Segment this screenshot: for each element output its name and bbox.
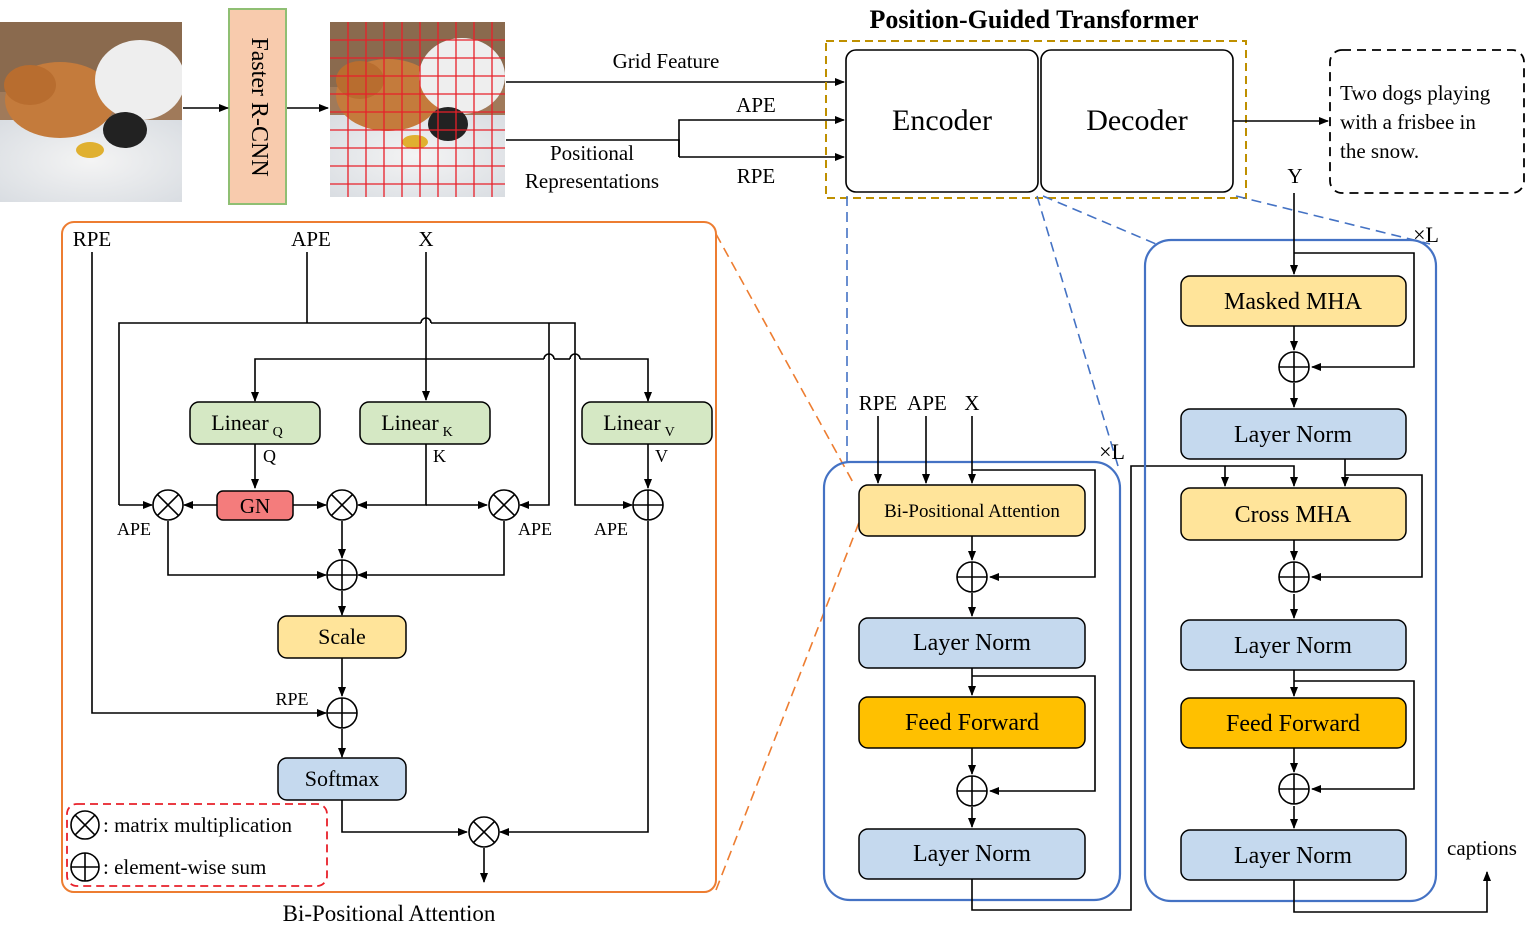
ape-label-right: APE bbox=[594, 519, 628, 539]
encoder-times-l: ×L bbox=[1099, 439, 1125, 464]
decoder-label: Decoder bbox=[1086, 104, 1188, 137]
matmul-ape-q-icon bbox=[152, 489, 184, 521]
enc-sum1-icon bbox=[956, 561, 988, 593]
caption-line-2: with a frisbee in bbox=[1340, 110, 1476, 134]
dec-ff-box: Feed Forward bbox=[1180, 697, 1407, 749]
bpa-rpe-input: RPE bbox=[73, 227, 112, 251]
dec-layernorm3-label: Layer Norm bbox=[1234, 843, 1352, 869]
legend-matmul-icon bbox=[70, 810, 100, 840]
dec-layernorm3-box: Layer Norm bbox=[1180, 829, 1407, 881]
faster-rcnn-label: Faster R-CNN bbox=[246, 37, 272, 176]
dec-masked-mha-label: Masked MHA bbox=[1224, 289, 1363, 315]
softmax-label: Softmax bbox=[305, 766, 380, 791]
linear-v-sub: V bbox=[665, 425, 675, 440]
dec-layernorm1-box: Layer Norm bbox=[1180, 408, 1407, 460]
caption-line-1: Two dogs playing bbox=[1340, 81, 1491, 105]
enc-sum2-icon bbox=[956, 775, 988, 807]
dec-ff-label: Feed Forward bbox=[1226, 711, 1360, 737]
ape-label-left: APE bbox=[117, 519, 151, 539]
dec-layernorm1-label: Layer Norm bbox=[1234, 422, 1352, 448]
enc-layernorm2-label: Layer Norm bbox=[913, 841, 1031, 867]
scale-box: Scale bbox=[277, 615, 407, 659]
gn-label: GN bbox=[240, 494, 270, 518]
pgt-frame bbox=[825, 40, 1247, 199]
dec-layernorm2-box: Layer Norm bbox=[1180, 619, 1407, 671]
decoder-layer-frame bbox=[1143, 238, 1438, 903]
faster-rcnn-box bbox=[228, 8, 287, 205]
encoder-label: Encoder bbox=[892, 104, 992, 137]
enc-bpa-box: Bi-Positional Attention bbox=[858, 484, 1086, 537]
sum-v-ape-icon bbox=[632, 489, 664, 521]
q-label: Q bbox=[263, 446, 276, 466]
matmul-k-ape-icon bbox=[488, 489, 520, 521]
gn-box: GN bbox=[216, 490, 294, 521]
bpa-ape-input: APE bbox=[291, 227, 331, 251]
pgt-title: Position-Guided Transformer bbox=[869, 5, 1198, 34]
dec-masked-mha-box: Masked MHA bbox=[1180, 275, 1407, 327]
linear-q-label: Linear bbox=[211, 410, 269, 435]
enc-layernorm1-box: Layer Norm bbox=[858, 617, 1086, 669]
ape-label-mid: APE bbox=[518, 519, 552, 539]
decoder-times-l: ×L bbox=[1413, 222, 1439, 247]
caption-output-box bbox=[1329, 49, 1525, 194]
k-label: K bbox=[433, 446, 446, 466]
dec-sum3-icon bbox=[1278, 773, 1310, 805]
bpa-title: Bi-Positional Attention bbox=[283, 901, 496, 926]
linear-q-sub: Q bbox=[273, 425, 283, 440]
positional-rep-line2: Representations bbox=[525, 169, 659, 193]
matmul-qk-icon bbox=[326, 489, 358, 521]
legend-matmul-text: : matrix multiplication bbox=[103, 813, 292, 837]
positional-rep-line1: Positional bbox=[550, 141, 634, 165]
ape-top-label: APE bbox=[736, 93, 776, 117]
bpa-x-input: X bbox=[418, 227, 433, 251]
matmul-output-icon bbox=[468, 816, 500, 848]
enc-rpe-input: RPE bbox=[859, 391, 898, 415]
legend-box bbox=[66, 803, 328, 887]
legend-sum-icon bbox=[70, 852, 100, 882]
linear-k-label: Linear bbox=[381, 410, 439, 435]
enc-layernorm1-label: Layer Norm bbox=[913, 630, 1031, 656]
grid-image bbox=[330, 22, 505, 197]
dec-y-input: Y bbox=[1287, 164, 1302, 188]
enc-ff-label: Feed Forward bbox=[905, 710, 1039, 736]
dec-layernorm2-label: Layer Norm bbox=[1234, 633, 1352, 659]
dec-cross-mha-label: Cross MHA bbox=[1235, 502, 1352, 528]
grid-feature-label: Grid Feature bbox=[613, 49, 720, 73]
enc-bpa-label: Bi-Positional Attention bbox=[884, 501, 1060, 522]
scale-label: Scale bbox=[318, 624, 366, 649]
enc-ape-input: APE bbox=[907, 391, 947, 415]
dec-sum1-icon bbox=[1278, 351, 1310, 383]
sum-scores-icon bbox=[326, 559, 358, 591]
enc-x-input: X bbox=[964, 391, 979, 415]
dec-cross-mha-box: Cross MHA bbox=[1180, 487, 1407, 541]
captions-label: captions bbox=[1447, 836, 1517, 860]
bpa-frame bbox=[61, 221, 717, 893]
input-image bbox=[0, 22, 182, 202]
rpe-top-label: RPE bbox=[737, 164, 776, 188]
linear-k-sub: K bbox=[443, 425, 453, 440]
softmax-box: Softmax bbox=[277, 757, 407, 801]
encoder-box bbox=[845, 49, 1039, 193]
sum-rpe-icon bbox=[326, 697, 358, 729]
v-label: V bbox=[655, 446, 668, 466]
enc-layernorm2-box: Layer Norm bbox=[858, 828, 1086, 880]
linear-v-label: Linear bbox=[603, 410, 661, 435]
legend-sum-text: : element-wise sum bbox=[103, 855, 266, 879]
caption-line-3: the snow. bbox=[1340, 139, 1419, 163]
rpe-label-inner: RPE bbox=[275, 689, 308, 709]
enc-ff-box: Feed Forward bbox=[858, 696, 1086, 749]
dec-sum2-icon bbox=[1278, 561, 1310, 593]
